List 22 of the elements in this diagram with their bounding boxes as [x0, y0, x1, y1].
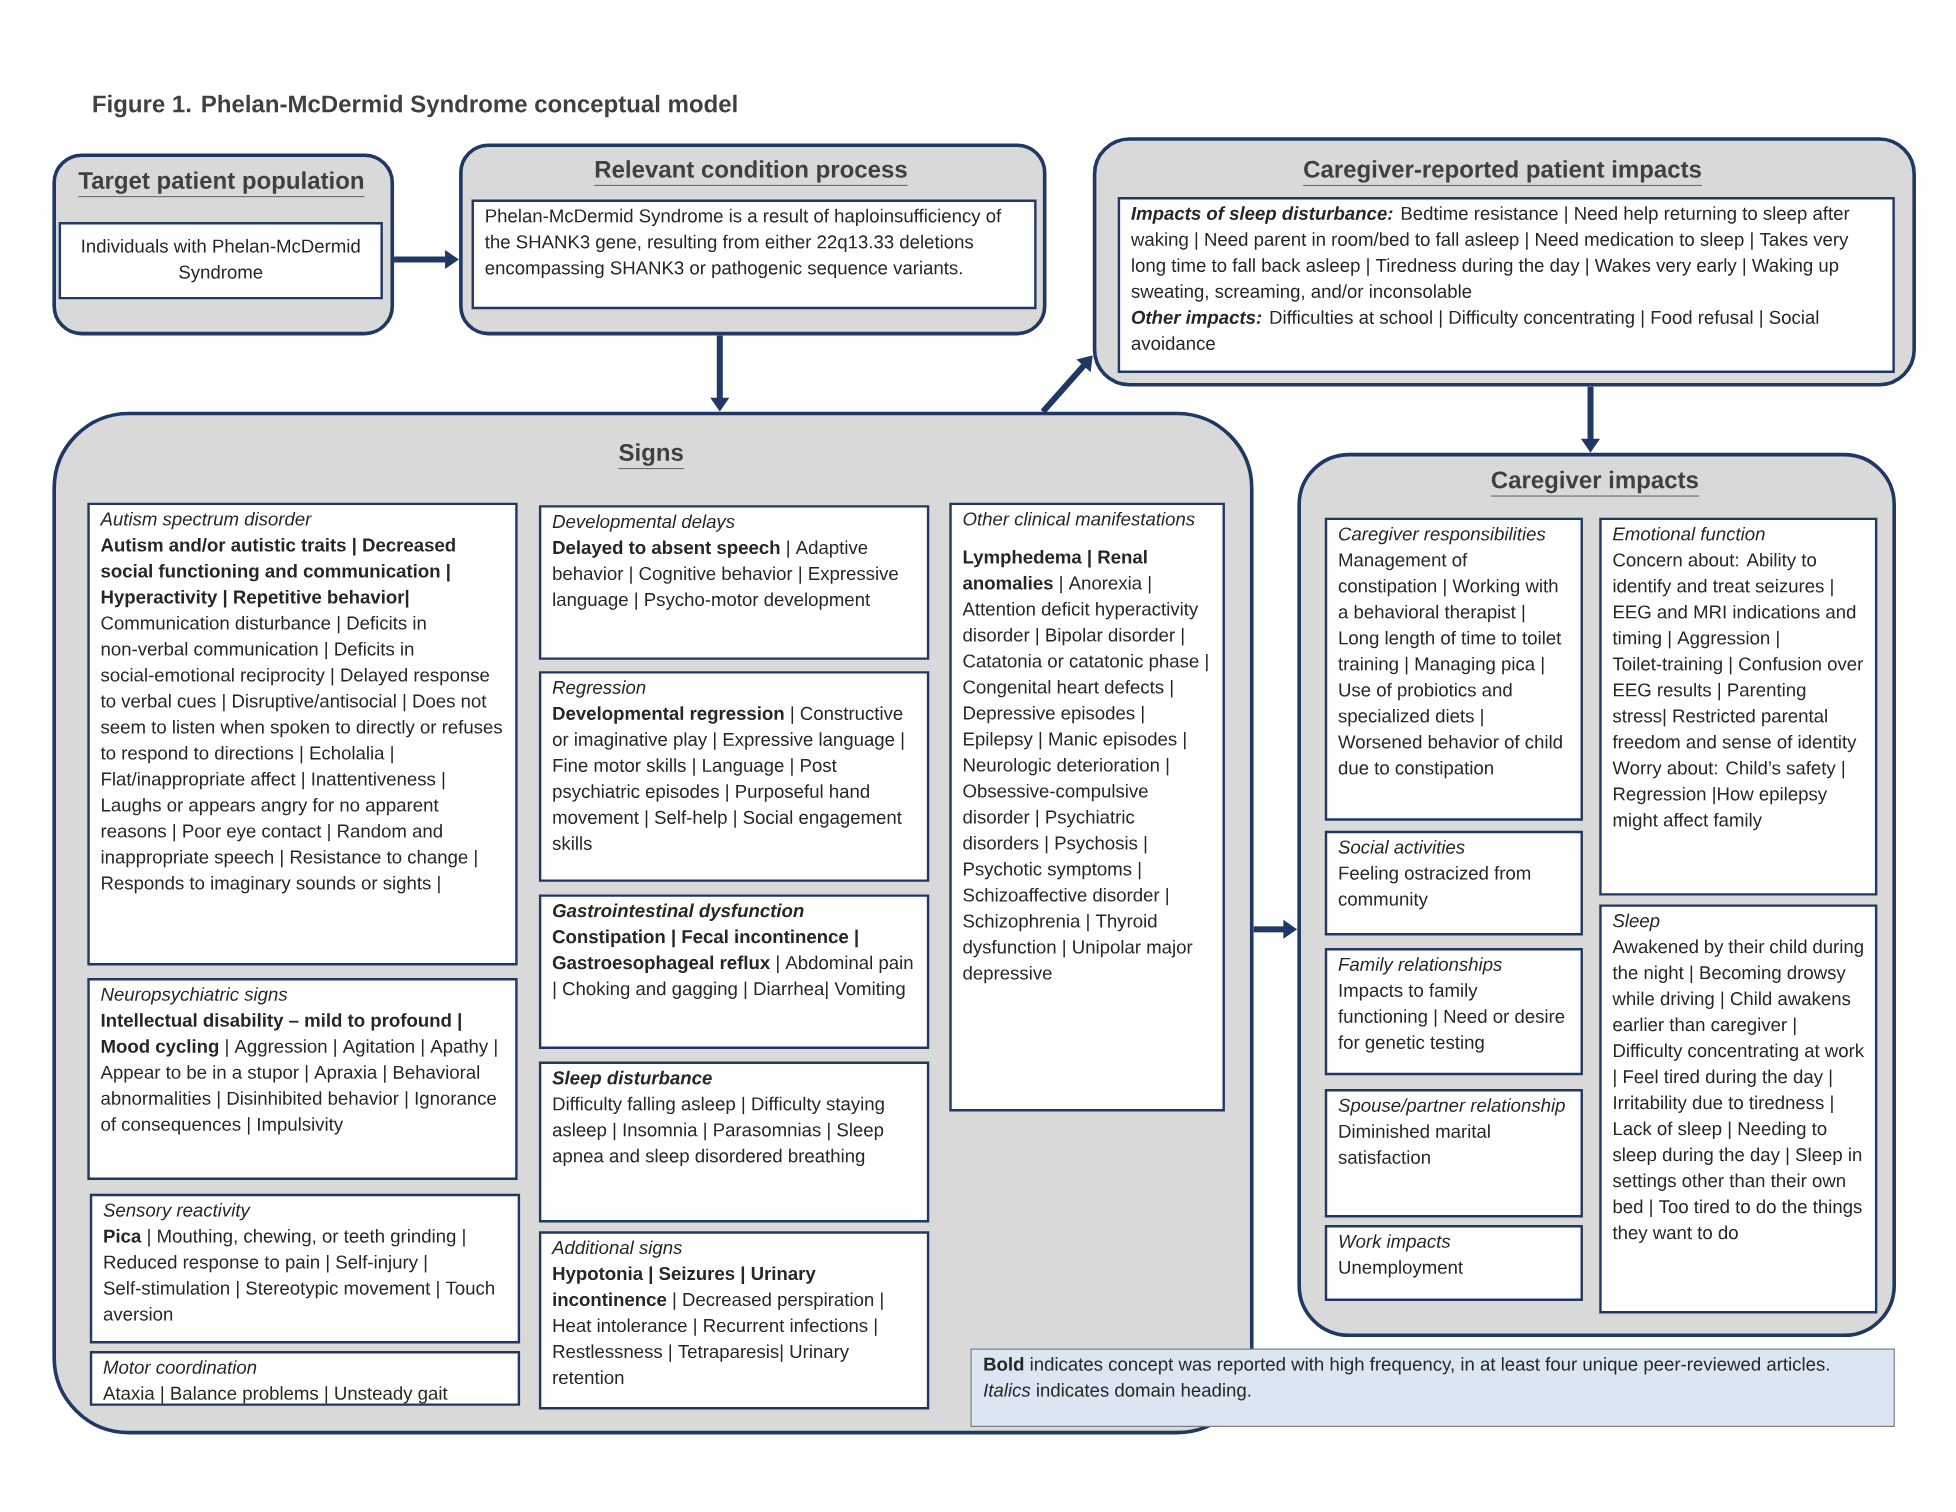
- figure-title: Figure 1. Phelan-McDermid Syndrome conceptual model: [93, 94, 737, 118]
- text-box: Phelan-McDermid Syndrome is a result of haploinsufficiency of the SHANK3 gene, resulting from either 22q13.33 deletions encompassing SHANK3 or pathogenic sequence variants.: [471, 199, 1037, 310]
- text-box: Impacts of sleep disturbance: Bedtime resistance | Need help returning to sleep after waking | Need parent in room/bed to fall asleep | Need medication to sleep | Takes very long time to fall back asleep | Tiredness during the day | Wakes very early | Waking up sweating, screaming, and/or inconsolable Other impacts: Difficulties at school | Difficulty concentrating | Food refusal | Social avoidance: [1117, 197, 1895, 373]
- domain-box: Additional signs Hypotonia | Seizures | Urinary incontinence | Decreased perspiration | Heat intolerance | Recurrent infections | Restlessness | Tetraparesis| Urinary retention: [538, 1231, 930, 1410]
- domain-box: Autism spectrum disorder Autism and/or autistic traits | Decreased social functioning and communication | Hyperactivity | Repetitive behavior| Communication disturbance | Deficits in non-verbal communication | Deficits in social-emotional reciprocity | Delayed response to verbal cues | Disruptive/antisocial | Does not seem to listen when spoken to directly or refuses to respond to directions | Echolalia | Flat/inappropriate affect | Inattentiveness | Laughs or appears angry for no apparent reasons | Poor eye contact | Random and inappropriate speech | Resistance to change | Responds to imaginary sounds or sights |: [87, 502, 518, 966]
- domain-box: Spouse/partner relationship Diminished marital satisfaction: [1324, 1089, 1583, 1218]
- domain-box: Other clinical manifestations Lymphedema | Renal anomalies | Anorexia | Attention deficit hyperactivity disorder | Bipolar disorder | Catatonia or catatonic phase | Congenital heart defects | Depressive episodes | Epilepsy | Manic episodes | Neurologic deterioration | Obsessive-compulsive disorder | Psychiatric disorders | Psychosis | Psychotic symptoms | Schizoaffective disorder | Schizophrenia | Thyroid dysfunction | Unipolar major depressive: [949, 502, 1225, 1112]
- domain-box: Neuropsychiatric signs Intellectual disability – mild to profound | Mood cycling | Aggression | Agitation | Apathy | Appear to be in a stupor | Apraxia | Behavioral abnormalities | Disinhibited behavior | Ignorance of consequences | Impulsivity: [87, 978, 518, 1181]
- text-box: Individuals with Phelan-McDermid Syndrome: [58, 222, 383, 300]
- domain-box: Emotional function Concern about: Ability to identify and treat seizures | EEG and MRI indications and timing | Aggression | Toilet-training | Confusion over EEG results | Parenting stress| Restricted parental freedom and sense of identity Worry about: Child’s safety | Regression |How epilepsy might affect family: [1599, 517, 1878, 896]
- domain-box: Sensory reactivity Pica | Mouthing, chewing, or teeth grinding | Reduced response to pain | Self-injury | Self-stimulation | Stereotypic movement | Touch aversion: [89, 1193, 521, 1344]
- domain-box: Family relationships Impacts to family functioning | Need or desire for genetic testing: [1324, 948, 1583, 1076]
- domain-box: Gastrointestinal dysfunction Constipation | Fecal incontinence | Gastroesophageal reflux | Abdominal pain | Choking and gagging | Diarrhea| Vomiting: [538, 894, 930, 1050]
- domain-box: Regression Developmental regression | Constructive or imaginative play | Expressive language | Fine motor skills | Language | Post psychiatric episodes | Purposeful hand movement | Self-help | Social engagement skills: [538, 671, 930, 882]
- note-box: Bold indicates concept was reported with high frequency, in at least four unique peer-reviewed articles. Italics indicates domain heading.: [970, 1348, 1895, 1428]
- domain-box: Developmental delays Delayed to absent speech | Adaptive behavior | Cognitive behavior | Expressive language | Psycho-motor development: [538, 505, 930, 660]
- domain-box: Sleep disturbance Difficulty falling asleep | Difficulty staying asleep | Insomnia | Parasomnias | Sleep apnea and sleep disordered breathing: [538, 1061, 930, 1223]
- domain-box: Work impacts Unemployment: [1324, 1225, 1583, 1302]
- domain-box: Sleep Awakened by their child during the night | Becoming drowsy while driving | Child awakens earlier than caregiver | Difficulty concentrating at work | Feel tired during the day | Irritability due to tiredness | Lack of sleep | Needing to sleep during the day | Sleep in settings other than their own bed | Too tired to do the things they want to do: [1599, 904, 1878, 1314]
- domain-box: Motor coordination Ataxia | Balance problems | Unsteady gait: [89, 1351, 521, 1406]
- domain-box: Caregiver responsibilities Management of constipation | Working with a behavioral therapist | Long length of time to toilet training | Managing pica | Use of probiotics and specialized diets | Worsened behavior of child due to constipation: [1324, 517, 1583, 821]
- domain-box: Social activities Feeling ostracized from community: [1324, 830, 1583, 936]
